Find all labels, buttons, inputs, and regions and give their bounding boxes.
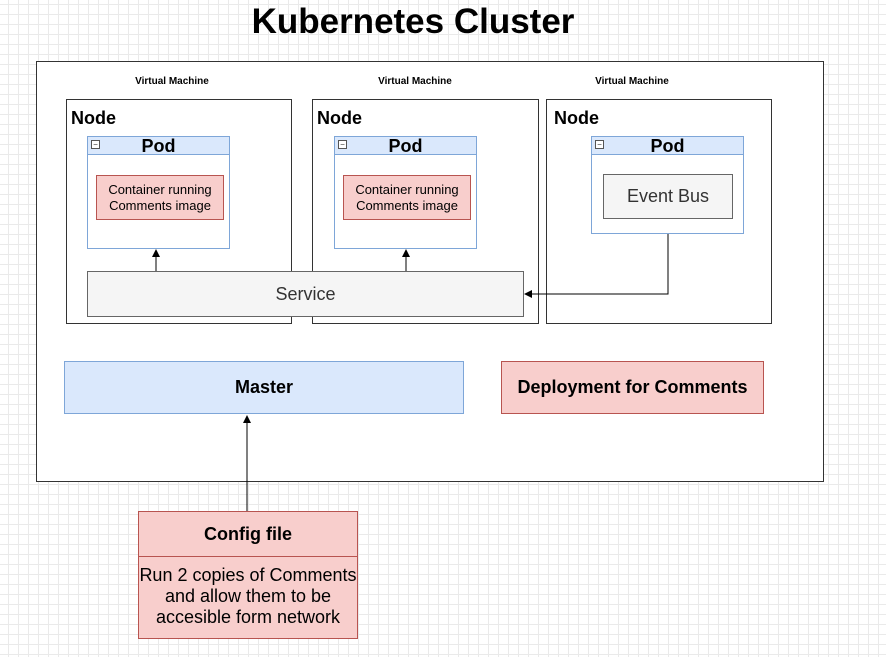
config-file[interactable]: Config file Run 2 copies of Comments and… bbox=[138, 511, 358, 639]
service-box[interactable]: Service bbox=[87, 271, 524, 317]
pod-1-container[interactable]: Container running Comments image bbox=[96, 175, 224, 220]
vm-label-3: Virtual Machine bbox=[595, 76, 669, 87]
config-file-title: Config file bbox=[139, 512, 357, 557]
collapse-icon[interactable]: − bbox=[338, 140, 347, 149]
config-file-body: Run 2 copies of Comments and allow them … bbox=[139, 557, 357, 639]
diagram-title: Kubernetes Cluster bbox=[251, 2, 575, 41]
pod-2[interactable]: − Pod Container running Comments image bbox=[334, 136, 477, 249]
config-body-line: accesible form network bbox=[155, 607, 341, 627]
pod-1-header: − Pod bbox=[88, 136, 229, 156]
collapse-icon[interactable]: − bbox=[91, 140, 100, 149]
node-3-label: Node bbox=[554, 108, 599, 128]
config-body-line: Run 2 copies of Comments bbox=[139, 565, 357, 585]
deployment-box[interactable]: Deployment for Comments bbox=[501, 361, 764, 414]
pod-3-header: − Pod bbox=[592, 136, 743, 156]
pod-2-container[interactable]: Container running Comments image bbox=[343, 175, 471, 220]
pod-1-label: Pod bbox=[141, 136, 176, 156]
pod-3[interactable]: − Pod Event Bus bbox=[591, 136, 744, 234]
collapse-icon[interactable]: − bbox=[595, 140, 604, 149]
pod-3-label: Pod bbox=[650, 136, 685, 156]
vm-label-1: Virtual Machine bbox=[135, 76, 209, 87]
vm-label-2: Virtual Machine bbox=[378, 76, 452, 87]
node-2-label: Node bbox=[317, 108, 362, 128]
config-body-line: and allow them to be bbox=[164, 586, 332, 606]
master-box[interactable]: Master bbox=[64, 361, 464, 414]
node-1-label: Node bbox=[71, 108, 116, 128]
pod-2-header: − Pod bbox=[335, 136, 476, 156]
pod-1[interactable]: − Pod Container running Comments image bbox=[87, 136, 230, 249]
pod-2-label: Pod bbox=[388, 136, 423, 156]
event-bus[interactable]: Event Bus bbox=[603, 174, 733, 219]
